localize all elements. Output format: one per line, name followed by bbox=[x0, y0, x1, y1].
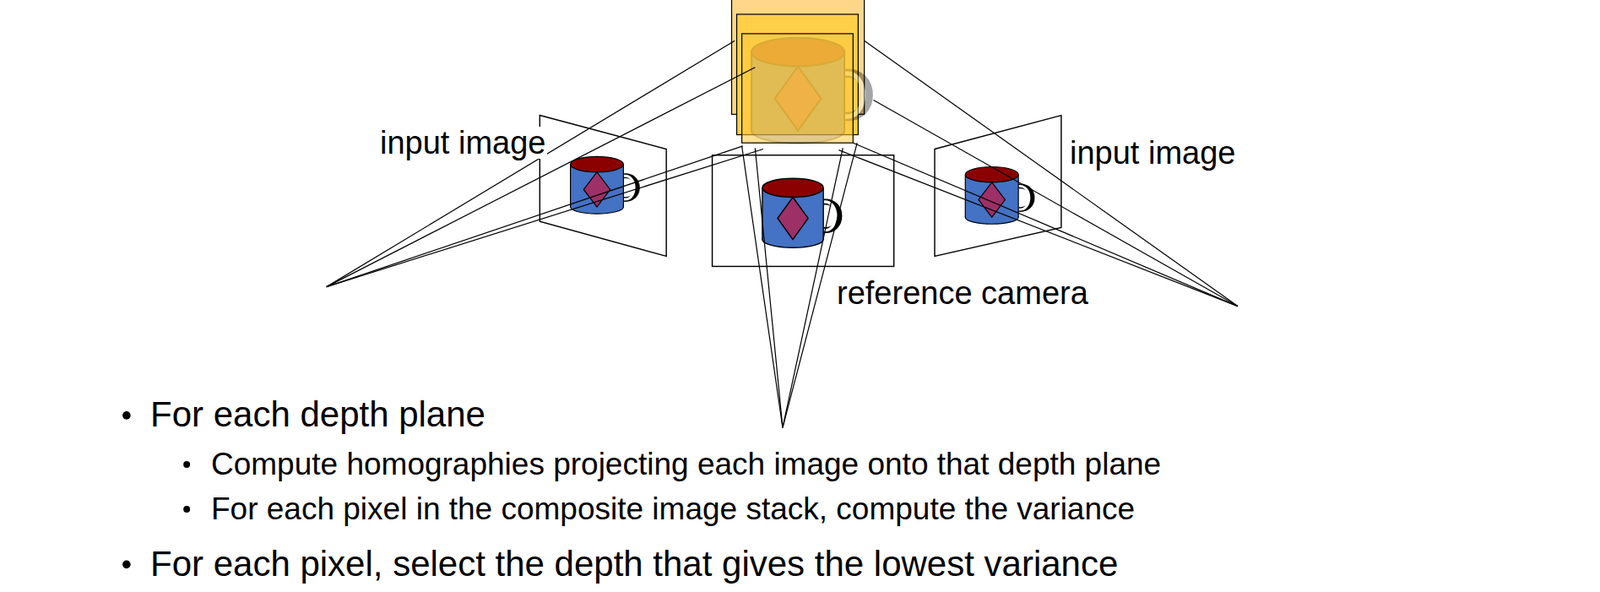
sub-bullet-item: For each pixel in the composite image st… bbox=[211, 493, 1135, 525]
bullet-item: For each pixel, select the depth that gi… bbox=[150, 546, 1118, 582]
camera-label: reference camera bbox=[835, 276, 1091, 310]
view-label: input image bbox=[378, 126, 548, 159]
bullet-item: For each depth plane bbox=[150, 396, 486, 433]
sub-bullet-item: Compute homographies projecting each ima… bbox=[211, 448, 1161, 480]
view-label: input image bbox=[1068, 136, 1237, 169]
